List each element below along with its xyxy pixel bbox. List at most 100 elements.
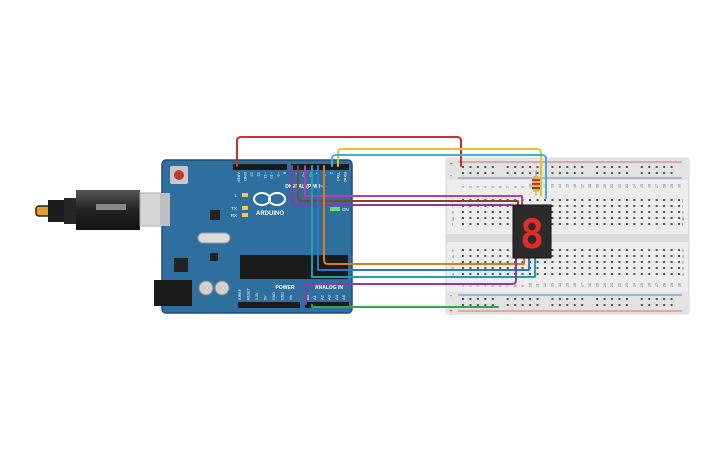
- breadboard-hole[interactable]: [551, 223, 554, 225]
- rail-hole[interactable]: [476, 172, 479, 174]
- breadboard-hole[interactable]: [573, 261, 576, 263]
- rail-hole[interactable]: [603, 298, 606, 300]
- breadboard-hole[interactable]: [640, 273, 643, 275]
- breadboard-hole[interactable]: [573, 255, 576, 257]
- breadboard-hole[interactable]: [603, 267, 606, 269]
- rail-hole[interactable]: [506, 298, 509, 300]
- breadboard-hole[interactable]: [603, 255, 606, 257]
- breadboard-hole[interactable]: [462, 261, 464, 263]
- breadboard-hole[interactable]: [469, 217, 472, 219]
- rail-hole[interactable]: [640, 304, 643, 306]
- rail-hole[interactable]: [491, 304, 494, 306]
- breadboard-hole[interactable]: [633, 223, 636, 225]
- breadboard-hole[interactable]: [670, 199, 673, 201]
- breadboard-hole[interactable]: [588, 223, 591, 225]
- rail-hole[interactable]: [663, 298, 666, 300]
- breadboard-hole[interactable]: [611, 261, 613, 263]
- breadboard-hole[interactable]: [476, 267, 479, 269]
- breadboard-hole[interactable]: [618, 205, 621, 207]
- breadboard-hole[interactable]: [633, 267, 636, 269]
- breadboard-hole[interactable]: [506, 267, 509, 269]
- breadboard-hole[interactable]: [551, 205, 554, 207]
- rail-hole[interactable]: [581, 298, 584, 300]
- breadboard-hole[interactable]: [648, 223, 651, 225]
- breadboard-hole[interactable]: [611, 211, 613, 213]
- rail-hole[interactable]: [484, 166, 487, 168]
- rail-hole[interactable]: [536, 304, 539, 306]
- breadboard-hole[interactable]: [640, 217, 643, 219]
- breadboard-hole[interactable]: [678, 261, 681, 263]
- breadboard-hole[interactable]: [469, 249, 472, 251]
- rail-hole[interactable]: [625, 166, 628, 168]
- breadboard-hole[interactable]: [648, 205, 651, 207]
- rail-hole[interactable]: [462, 172, 464, 174]
- breadboard[interactable]: + - - + 11223344556677889910101111121213…: [445, 157, 690, 315]
- rail-hole[interactable]: [611, 172, 613, 174]
- breadboard-hole[interactable]: [536, 261, 539, 263]
- breadboard-hole[interactable]: [596, 267, 599, 269]
- rail-hole[interactable]: [655, 298, 658, 300]
- breadboard-hole[interactable]: [648, 211, 651, 213]
- breadboard-hole[interactable]: [529, 199, 532, 201]
- breadboard-hole[interactable]: [484, 273, 487, 275]
- breadboard-hole[interactable]: [663, 217, 666, 219]
- breadboard-hole[interactable]: [551, 261, 554, 263]
- rail-hole[interactable]: [506, 304, 509, 306]
- breadboard-hole[interactable]: [611, 273, 613, 275]
- breadboard-hole[interactable]: [521, 273, 524, 275]
- rail-hole[interactable]: [603, 304, 606, 306]
- rail-hole[interactable]: [566, 166, 569, 168]
- rail-hole[interactable]: [476, 298, 479, 300]
- breadboard-hole[interactable]: [588, 261, 591, 263]
- breadboard-hole[interactable]: [603, 249, 606, 251]
- breadboard-hole[interactable]: [558, 199, 561, 201]
- breadboard-hole[interactable]: [566, 199, 569, 201]
- breadboard-hole[interactable]: [648, 199, 651, 201]
- breadboard-hole[interactable]: [618, 261, 621, 263]
- breadboard-hole[interactable]: [543, 267, 546, 269]
- breadboard-hole[interactable]: [640, 249, 643, 251]
- breadboard-hole[interactable]: [558, 261, 561, 263]
- rail-hole[interactable]: [529, 172, 532, 174]
- breadboard-hole[interactable]: [566, 205, 569, 207]
- breadboard-hole[interactable]: [678, 199, 681, 201]
- breadboard-hole[interactable]: [484, 249, 487, 251]
- breadboard-hole[interactable]: [506, 255, 509, 257]
- breadboard-hole[interactable]: [543, 261, 546, 263]
- breadboard-hole[interactable]: [603, 273, 606, 275]
- breadboard-hole[interactable]: [633, 273, 636, 275]
- breadboard-hole[interactable]: [581, 249, 584, 251]
- rail-hole[interactable]: [506, 172, 509, 174]
- breadboard-hole[interactable]: [484, 255, 487, 257]
- rail-hole[interactable]: [648, 166, 651, 168]
- rail-hole[interactable]: [529, 304, 532, 306]
- rail-hole[interactable]: [596, 172, 599, 174]
- breadboard-hole[interactable]: [663, 261, 666, 263]
- breadboard-hole[interactable]: [611, 267, 613, 269]
- rail-hole[interactable]: [625, 304, 628, 306]
- breadboard-hole[interactable]: [596, 223, 599, 225]
- breadboard-hole[interactable]: [596, 217, 599, 219]
- power-header[interactable]: [238, 302, 300, 308]
- rail-hole[interactable]: [596, 166, 599, 168]
- breadboard-hole[interactable]: [536, 267, 539, 269]
- breadboard-hole[interactable]: [536, 199, 539, 201]
- breadboard-hole[interactable]: [573, 211, 576, 213]
- breadboard-hole[interactable]: [625, 211, 628, 213]
- breadboard-hole[interactable]: [499, 223, 502, 225]
- breadboard-hole[interactable]: [588, 205, 591, 207]
- wire-cyan[interactable]: [331, 154, 547, 199]
- rail-hole[interactable]: [566, 304, 569, 306]
- rail-hole[interactable]: [521, 304, 524, 306]
- rail-hole[interactable]: [462, 166, 464, 168]
- breadboard-hole[interactable]: [648, 261, 651, 263]
- breadboard-hole[interactable]: [655, 223, 658, 225]
- breadboard-hole[interactable]: [655, 261, 658, 263]
- breadboard-hole[interactable]: [611, 205, 613, 207]
- breadboard-hole[interactable]: [633, 199, 636, 201]
- breadboard-hole[interactable]: [625, 273, 628, 275]
- breadboard-hole[interactable]: [603, 217, 606, 219]
- breadboard-hole[interactable]: [625, 205, 628, 207]
- rail-hole[interactable]: [581, 172, 584, 174]
